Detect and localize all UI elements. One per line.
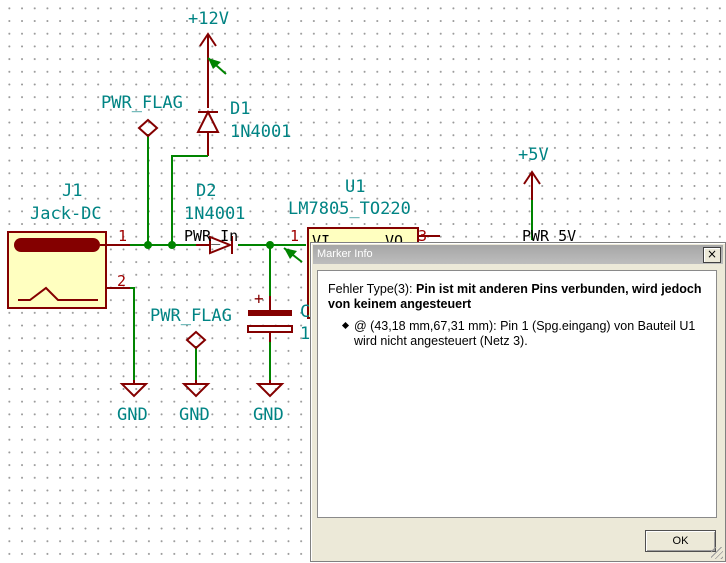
gnd-symbol-3[interactable]: GND (253, 380, 285, 425)
close-button[interactable]: × (703, 247, 721, 263)
power-5v-label: +5V (518, 145, 549, 165)
gnd-symbol-2[interactable]: GND (179, 380, 211, 425)
erc-marker-arrow-12v[interactable] (207, 57, 227, 75)
resize-grip-icon[interactable] (711, 547, 723, 559)
ok-button[interactable]: OK (645, 530, 716, 552)
u1-value-label: LM7805_TO220 (288, 199, 411, 219)
error-description: Fehler Type(3): Pin ist mit anderen Pins… (328, 282, 702, 312)
j1-ref-label: J1 (62, 181, 82, 201)
u1-pin3-number: 3 (418, 227, 427, 245)
marker-list-item[interactable]: @ (43,18 mm,67,31 mm): Pin 1 (Spg.eingan… (341, 319, 704, 349)
d1-value-label: 1N4001 (230, 122, 291, 142)
error-type-prefix: Fehler Type(3): (328, 282, 413, 296)
capacitor-ref-label: C (300, 302, 310, 322)
u1-pin1-number: 1 (290, 227, 299, 245)
u1-ref-label: U1 (345, 177, 365, 197)
j1-pin1-number: 1 (118, 227, 127, 245)
net-label-pwr-5v[interactable]: PWR_5V (522, 227, 576, 245)
wires[interactable] (105, 134, 533, 380)
j1-value-label: Jack-DC (30, 204, 102, 224)
dialog-title: Marker Info (317, 248, 373, 260)
erc-marker-arrow-u1[interactable] (283, 247, 303, 263)
power-5v-symbol[interactable]: +5V (518, 145, 549, 200)
gnd-2-label: GND (179, 405, 210, 425)
capacitor[interactable]: + C 1 (247, 289, 310, 344)
d2-ref-label: D2 (196, 181, 216, 201)
net-label-pwr-in[interactable]: PWR_In (184, 227, 238, 245)
dialog-titlebar[interactable]: Marker Info × (313, 245, 723, 264)
gnd-1-label: GND (117, 405, 148, 425)
gnd-symbol-1[interactable]: GND (117, 380, 149, 425)
marker-info-content[interactable]: Fehler Type(3): Pin ist mit anderen Pins… (317, 270, 717, 518)
connector-j1[interactable]: J1 Jack-DC 1 2 (7, 181, 130, 309)
error-message: Pin ist mit anderen Pins verbunden, wird… (328, 282, 702, 311)
d1-ref-label: D1 (230, 99, 250, 119)
pwr-flag-2-label: PWR_FLAG (150, 306, 232, 326)
pwr-flag-1-label: PWR_FLAG (101, 93, 183, 113)
diamond-bullet-icon (341, 321, 350, 330)
gnd-3-label: GND (253, 405, 284, 425)
diode-d2[interactable]: D2 1N4001 (184, 181, 245, 255)
diode-d1[interactable]: D1 1N4001 (196, 92, 291, 156)
power-12v-symbol[interactable]: +12V (188, 9, 229, 92)
capacitor-value-label: 1 (300, 324, 310, 344)
j1-pin2-number: 2 (117, 272, 126, 290)
pwr-flag-2[interactable]: PWR_FLAG (150, 306, 232, 350)
d2-value-label: 1N4001 (184, 204, 245, 224)
capacitor-polarity-plus: + (254, 289, 264, 308)
pwr-flag-1[interactable]: PWR_FLAG (101, 93, 183, 138)
marker-info-dialog[interactable]: Marker Info × Fehler Type(3): Pin ist mi… (310, 242, 726, 562)
power-12v-label: +12V (188, 9, 229, 29)
marker-detail-text: @ (43,18 mm,67,31 mm): Pin 1 (Spg.eingan… (354, 319, 696, 348)
